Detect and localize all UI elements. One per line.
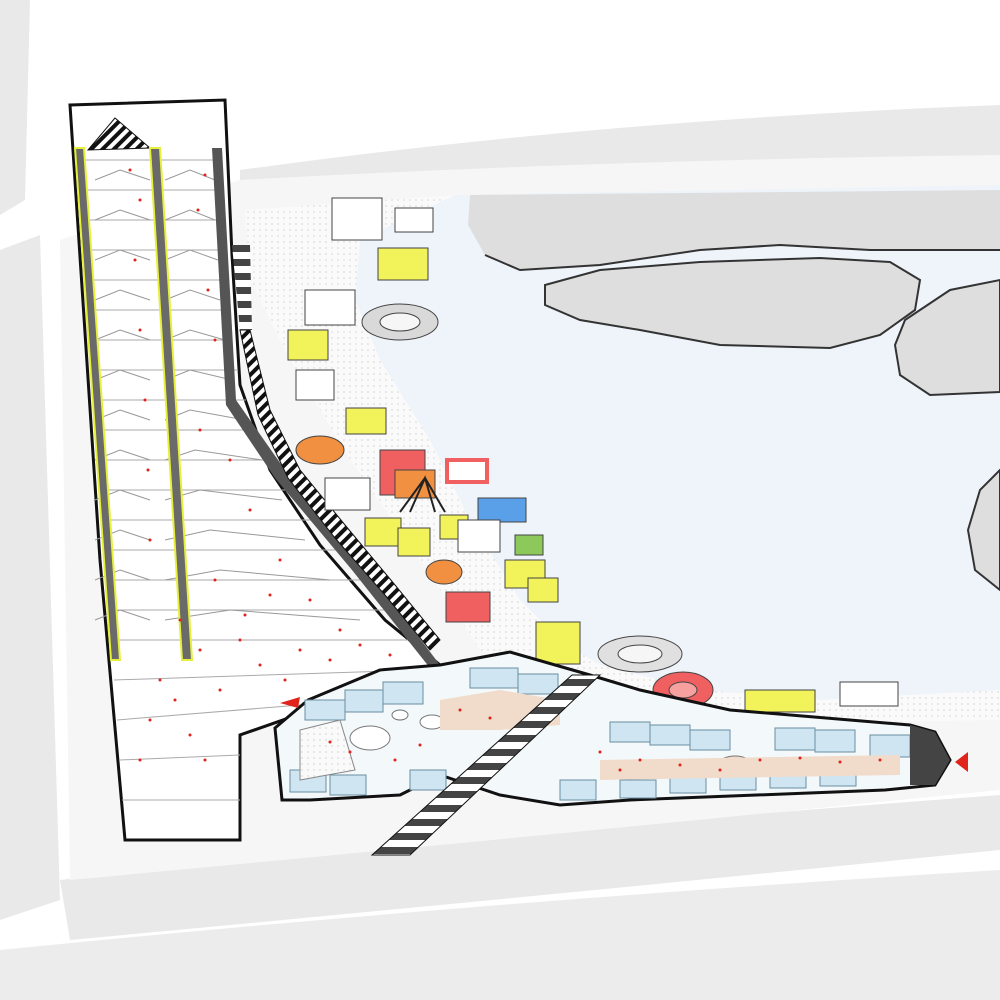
island-north [468,190,1000,270]
road-west [0,235,60,920]
east-entrance-marker [955,752,968,772]
bridge [370,674,602,856]
ring-plaza-1-inner [379,312,421,332]
ring-plaza-2-inner [617,644,663,664]
pavilion-yellow-1 [377,247,429,281]
round-pavilion-orange-2 [425,559,463,585]
promenade-pavilions [287,197,899,713]
tripod-structure [399,475,446,513]
east-cap [910,725,950,785]
atrium-round-3 [391,709,409,721]
island-north-edge [484,243,1000,272]
islands [468,190,1000,592]
escalator-lane-2 [148,147,194,661]
mall-paving-east [600,755,900,780]
island-middle [544,256,922,350]
retaining-wall [239,329,441,651]
pool-blue [477,497,527,523]
summit-peak [86,117,152,151]
escalator-lanes [73,147,440,668]
bridge-deck [370,674,602,856]
island-east [893,278,1000,397]
pavilion-yellow-tower [535,621,581,665]
pavilion-white-7 [839,681,899,707]
stair-steps [232,245,252,330]
green-court [514,534,544,556]
pavilion-white-1 [331,197,383,241]
ring-pavilion-red-inner [668,681,698,699]
road-top [0,0,30,215]
people-on-slope [128,168,392,762]
amphitheater-steps [299,719,356,781]
pavilion-white-3 [304,289,356,326]
sports-court-red [445,458,489,484]
escalator-lane-1 [73,147,122,661]
west-entrance-marker [280,697,300,708]
pavilion-yellow-5 [397,527,431,557]
pavilion-yellow-2 [287,329,329,361]
island-southeast [966,468,1000,592]
pavilion-yellow-9 [744,689,816,713]
pavilion-white-4 [295,369,335,401]
pavilion-white-2 [394,207,434,233]
pavilion-white-5 [324,477,371,511]
ski-slope-hall [68,98,444,842]
atrium-round-1 [349,725,391,751]
pavilion-white-6 [457,519,501,553]
pavilion-red-2 [445,591,491,623]
road-south [60,795,1000,940]
round-pavilion-orange-1 [295,435,345,465]
pavilion-yellow-3 [345,407,387,435]
road-bottom [0,870,1000,1000]
pavilion-yellow-8 [527,577,559,603]
pavilion-yellow-4 [364,517,402,547]
